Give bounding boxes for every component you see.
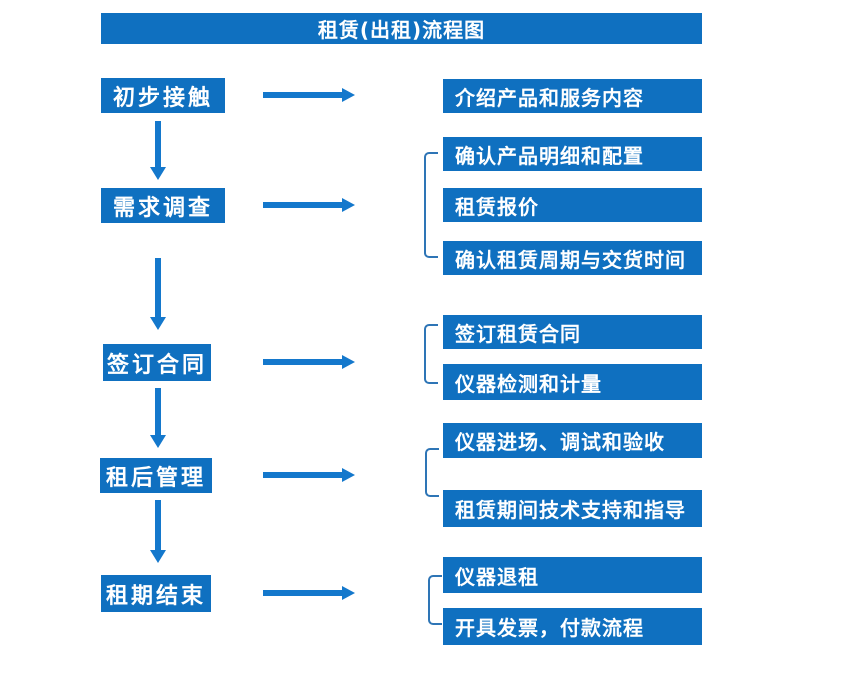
step-contract-signing: 签订合同	[103, 344, 211, 381]
output-confirm-period-delivery: 确认租赁周期与交货时间	[443, 241, 702, 275]
down-arrow-1	[150, 121, 166, 180]
down-arrow-3	[150, 388, 166, 448]
arrow-head	[150, 317, 166, 330]
arrow-stem	[155, 258, 161, 319]
arrow-stem	[263, 359, 344, 365]
step-initial-contact: 初步接触	[101, 78, 225, 113]
down-arrow-4	[150, 500, 166, 563]
arrow-head	[342, 88, 355, 102]
flowchart-title: 租赁(出租)流程图	[101, 13, 702, 44]
right-arrow-4	[263, 468, 355, 482]
bracket-demand-survey	[424, 152, 438, 258]
arrow-head	[342, 198, 355, 212]
arrow-head	[342, 586, 355, 600]
output-rental-quote: 租赁报价	[443, 188, 702, 222]
right-arrow-3	[263, 355, 355, 369]
right-arrow-1	[263, 88, 355, 102]
output-instrument-testing: 仪器检测和计量	[443, 364, 702, 400]
arrow-head	[342, 468, 355, 482]
step-demand-survey: 需求调查	[101, 188, 225, 223]
arrow-stem	[263, 202, 344, 208]
arrow-head	[342, 355, 355, 369]
arrow-stem	[155, 121, 161, 169]
bracket-post-rental	[425, 448, 439, 497]
output-introduce-products: 介绍产品和服务内容	[443, 79, 702, 113]
bracket-contract-signing	[424, 324, 438, 384]
step-lease-end: 租期结束	[101, 575, 211, 612]
arrow-stem	[155, 388, 161, 437]
output-confirm-product-details: 确认产品明细和配置	[443, 137, 702, 171]
output-sign-rental-contract: 签订租赁合同	[443, 315, 702, 349]
arrow-stem	[263, 92, 344, 98]
arrow-head	[150, 550, 166, 563]
step-post-rental-management: 租后管理	[100, 458, 212, 493]
right-arrow-2	[263, 198, 355, 212]
arrow-stem	[155, 500, 161, 552]
output-instrument-return: 仪器退租	[443, 557, 702, 593]
arrow-head	[150, 435, 166, 448]
output-tech-support: 租赁期间技术支持和指导	[443, 490, 702, 527]
arrow-head	[150, 167, 166, 180]
arrow-stem	[263, 590, 344, 596]
output-invoice-payment: 开具发票，付款流程	[443, 608, 702, 645]
down-arrow-2	[150, 258, 166, 330]
arrow-stem	[263, 472, 344, 478]
output-instrument-setup: 仪器进场、调试和验收	[443, 423, 702, 458]
right-arrow-5	[263, 586, 355, 600]
bracket-lease-end	[428, 575, 442, 625]
